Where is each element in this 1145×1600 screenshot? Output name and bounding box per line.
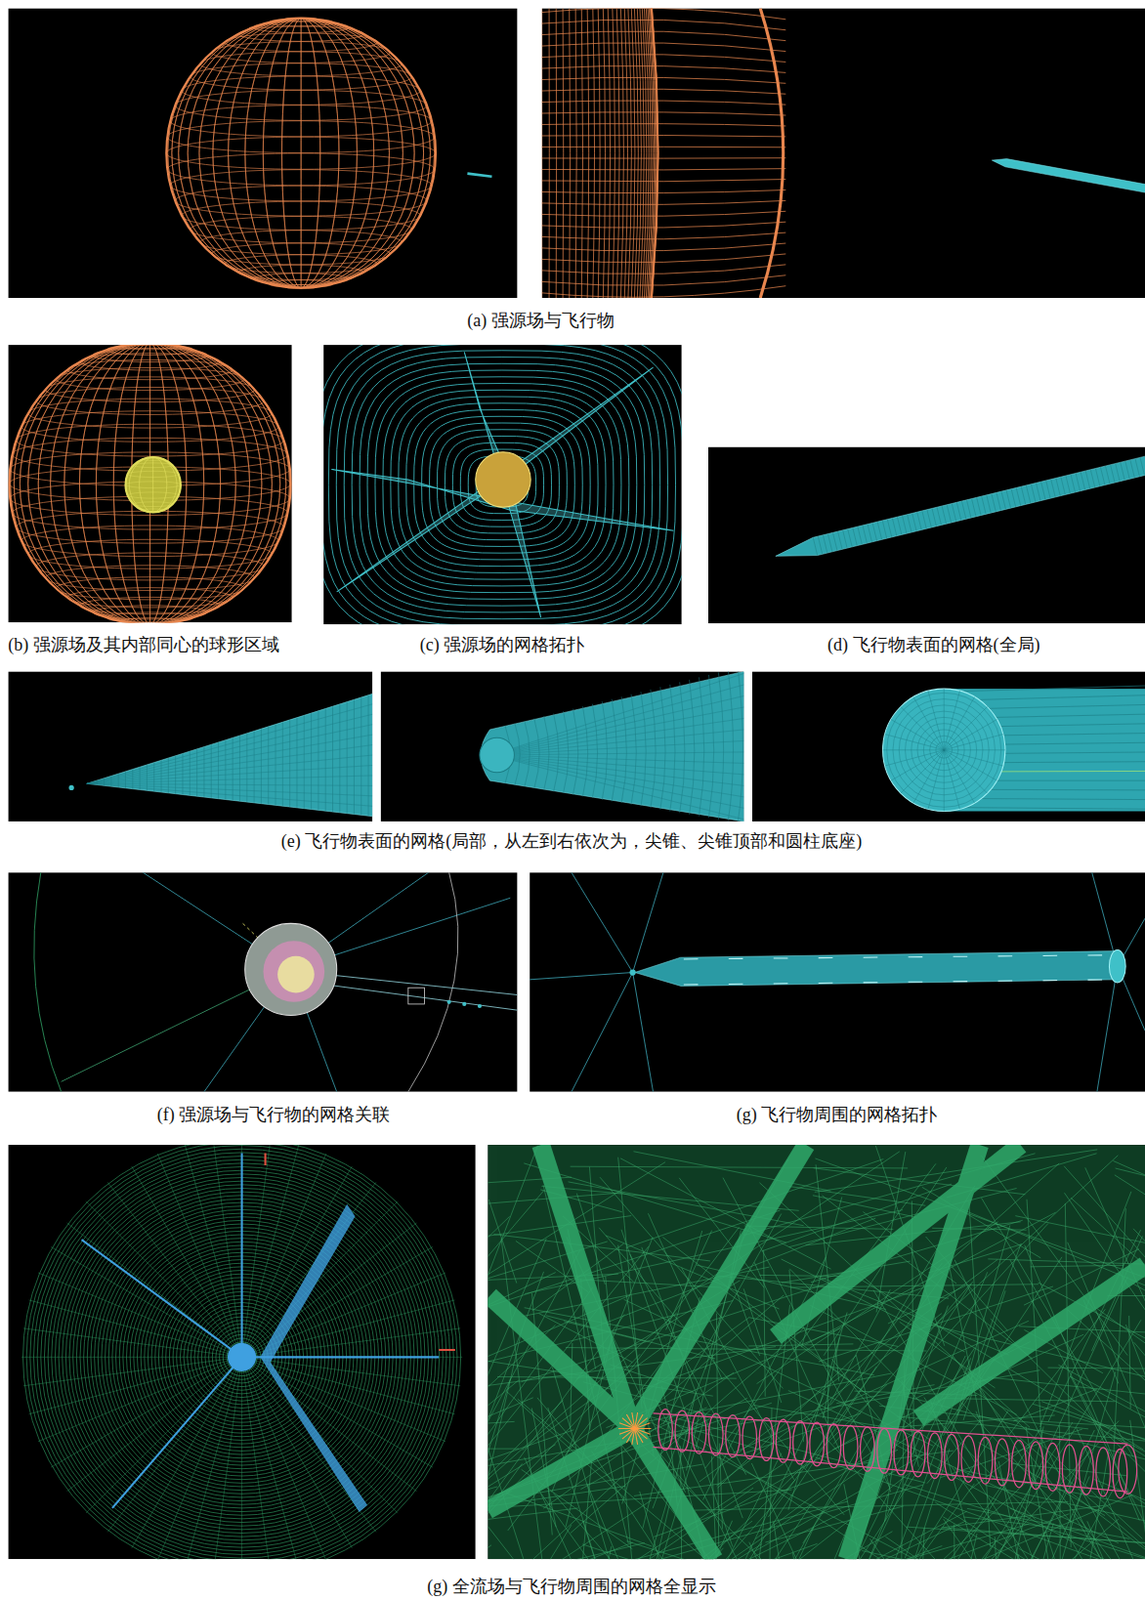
panel-caption: (f) 强源场与飞行物的网格关联 [157, 1104, 390, 1127]
mesh-panel [7, 7, 517, 298]
mesh-panel [7, 872, 517, 1093]
mesh-panel [381, 671, 745, 822]
mesh-panel [752, 671, 1145, 822]
panel-caption: (g) 全流场与飞行物周围的网格全显示 [426, 1576, 717, 1599]
mesh-panel [542, 7, 1145, 298]
mesh-panel [529, 872, 1145, 1093]
mesh-panel [7, 344, 292, 623]
panel-caption: (b) 强源场及其内部同心的球形区域 [7, 635, 280, 657]
panel-caption: (e) 飞行物表面的网格(局部，从左到右依次为，尖锥、尖锥顶部和圆柱底座) [281, 831, 862, 853]
mesh-panel [7, 671, 373, 822]
mesh-panel [708, 447, 1145, 625]
mesh-panel [323, 344, 682, 625]
mesh-panel [7, 1145, 475, 1560]
mesh-panel [487, 1145, 1145, 1560]
panel-caption: (a) 强源场与飞行物 [466, 310, 614, 333]
panel-caption: (g) 飞行物周围的网格拓扑 [736, 1104, 938, 1127]
panel-caption: (c) 强源场的网格拓扑 [420, 635, 585, 657]
panel-caption: (d) 飞行物表面的网格(全局) [827, 635, 1040, 657]
